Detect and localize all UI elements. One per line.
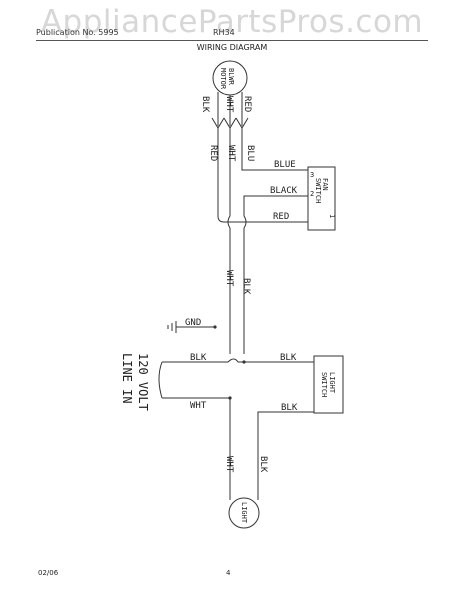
junction-blk: [242, 360, 246, 364]
wire-black-bus: [243, 195, 308, 354]
ground-label: GND: [185, 318, 201, 328]
wire-label-blk-in: BLK: [190, 353, 207, 363]
wire-label-wht-in: WHT: [190, 401, 207, 411]
wire-label-blk-bus: BLK: [241, 278, 251, 295]
wire-blk-line-in: [162, 358, 314, 363]
wire-label-red: RED: [208, 145, 218, 161]
wire-label-motor-red: RED: [242, 96, 252, 112]
wire-blu-to-fan: [241, 128, 308, 171]
light-switch-box: [313, 355, 344, 414]
wire-wht-vertical: [227, 128, 231, 354]
wire-label-blk-ls: BLK: [280, 353, 297, 363]
wire-label-wht-bus: WHT: [224, 270, 234, 287]
line-in-brace: [158, 361, 163, 399]
fan-terminal-1: 1: [328, 214, 336, 218]
line-in-label-1: 120 VOLT: [136, 353, 150, 411]
light-switch-label-1: LIGHT: [328, 372, 336, 394]
wire-label-black: BLACK: [270, 186, 298, 196]
fan-switch-label-1: FAN: [321, 178, 329, 191]
diagram-title: WIRING DIAGRAM: [196, 43, 268, 52]
light-switch-label-2: SWITCH: [320, 372, 328, 397]
line-in-label-2: LINE IN: [120, 353, 134, 404]
wire-label-blue: BLUE: [274, 160, 296, 170]
wire-label-blk-light: BLK: [258, 456, 268, 473]
blower-motor-label-1: BLWR: [227, 68, 235, 86]
footer-page-number: 4: [226, 569, 231, 577]
light-label: LIGHT: [240, 502, 248, 524]
light-symbol: [228, 497, 260, 529]
fan-terminal-2: 2: [310, 190, 314, 198]
wire-blk-to-light: [257, 411, 314, 500]
wire-label-motor-blk: BLK: [200, 96, 210, 113]
ground-terminal: [213, 325, 217, 329]
ground-icon: [167, 321, 177, 333]
watermark: AppliancePartsPros.com: [40, 4, 424, 40]
fan-switch-box: [307, 166, 336, 231]
fan-terminal-3: 3: [310, 171, 314, 179]
footer-date: 02/06: [38, 569, 59, 577]
wire-label-blk-ls2: BLK: [281, 403, 298, 413]
wire-label-wht-light: WHT: [224, 456, 234, 473]
wire-label-motor-wht: WHT: [224, 96, 234, 113]
header-model: RH34: [213, 28, 235, 37]
header-publication: Publication No. 5995: [36, 28, 119, 37]
wire-red-to-fan: [217, 128, 244, 223]
fan-switch-label-2: SWITCH: [314, 178, 322, 203]
wire-label-red-h: RED: [273, 212, 289, 222]
wire-label-blu: BLU: [245, 145, 255, 161]
blower-motor-label-2: MOTOR: [219, 68, 227, 90]
header-rule: [36, 40, 428, 41]
wire-label-wht: WHT: [226, 145, 236, 162]
